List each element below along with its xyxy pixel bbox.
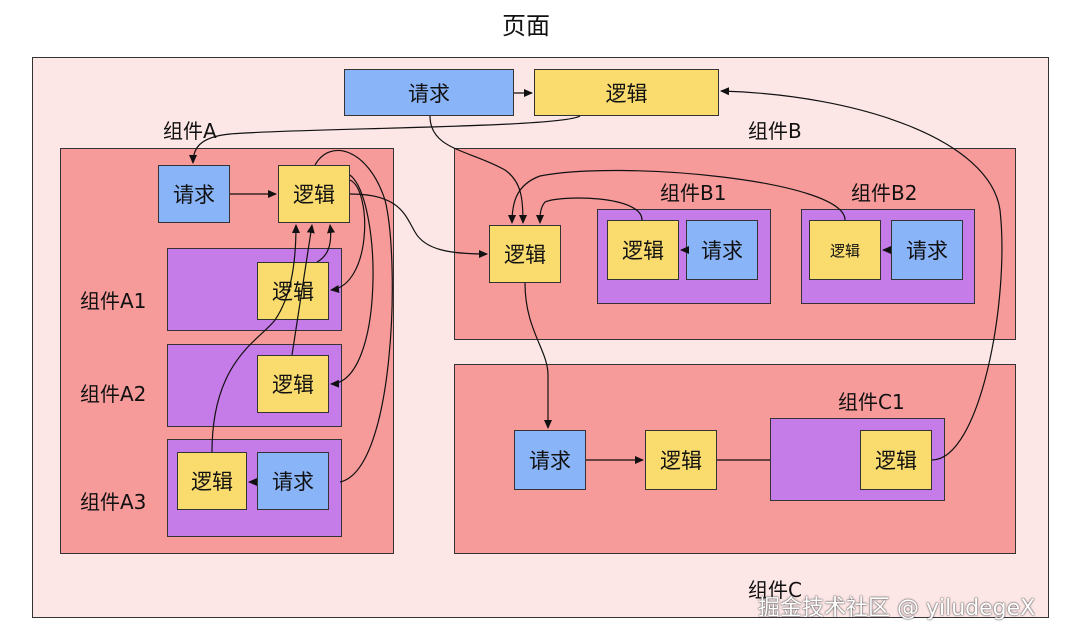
component-a3-label: 组件A3 — [80, 490, 147, 514]
component-a1-logic-box: 逻辑 — [257, 262, 329, 320]
component-a2-logic-box: 逻辑 — [257, 355, 329, 413]
component-a3-logic-box: 逻辑 — [177, 452, 247, 510]
component-c1-logic-box: 逻辑 — [860, 430, 932, 490]
component-a-logic-box: 逻辑 — [278, 165, 350, 223]
component-c-request-box: 请求 — [514, 430, 586, 490]
component-b1-logic-box: 逻辑 — [607, 220, 679, 280]
component-a-request-box: 请求 — [158, 165, 230, 223]
component-b2-request-box: 请求 — [891, 220, 963, 280]
page-title: 页面 — [502, 12, 550, 40]
component-b2-logic-box: 逻辑 — [809, 220, 881, 280]
watermark: 掘金技术社区 @ yiludegeX — [758, 596, 1036, 621]
component-c-logic-box: 逻辑 — [645, 430, 717, 490]
component-b1-label: 组件B1 — [660, 181, 727, 205]
top-logic-box: 逻辑 — [534, 69, 719, 116]
top-request-box: 请求 — [344, 69, 514, 116]
component-c1-label: 组件C1 — [838, 390, 905, 414]
component-a2-label: 组件A2 — [80, 382, 147, 406]
component-a1-label: 组件A1 — [80, 289, 147, 313]
component-c-label: 组件C — [748, 578, 802, 602]
component-b1-request-box: 请求 — [686, 220, 758, 280]
component-b-logic-box: 逻辑 — [489, 225, 561, 283]
component-a-label: 组件A — [163, 119, 217, 143]
component-b2-label: 组件B2 — [851, 181, 918, 205]
component-a3-request-box: 请求 — [257, 452, 329, 510]
component-b-label: 组件B — [748, 119, 802, 143]
